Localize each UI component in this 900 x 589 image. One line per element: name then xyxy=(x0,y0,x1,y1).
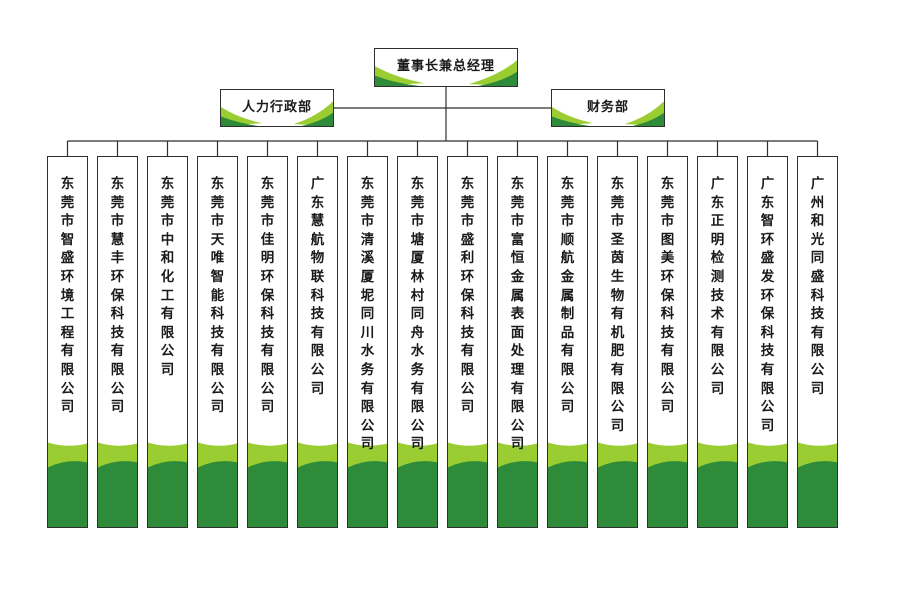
subsidiary-box: 东 莞 市 佳 明 环 保 科 技 有 限 公 司 xyxy=(247,156,288,528)
subsidiary-box: 东 莞 市 清 溪 厦 坭 同 川 水 务 有 限 公 司 xyxy=(347,156,388,528)
box-swoosh xyxy=(221,101,333,126)
box-base-shading xyxy=(648,442,687,527)
box-base-shading xyxy=(98,442,137,527)
subsidiary-name: 东 莞 市 智 盛 环 境 工 程 有 限 公 司 xyxy=(60,176,75,416)
subsidiary-name: 东 莞 市 天 唯 智 能 科 技 有 限 公 司 xyxy=(210,176,225,416)
box-base-shading xyxy=(198,442,237,527)
box-base-shading xyxy=(548,442,587,527)
subsidiary-box: 广 东 正 明 检 测 技 术 有 限 公 司 xyxy=(697,156,738,528)
department-hr-label: 人力行政部 xyxy=(241,100,312,115)
subsidiary-box: 东 莞 市 天 唯 智 能 科 技 有 限 公 司 xyxy=(197,156,238,528)
department-finance-label: 财务部 xyxy=(586,100,629,115)
box-base-shading xyxy=(348,442,387,527)
box-swoosh xyxy=(375,60,517,86)
subsidiary-name: 东 莞 市 顺 航 金 属 制 品 有 限 公 司 xyxy=(560,176,575,416)
box-base-shading xyxy=(398,442,437,527)
box-base-shading xyxy=(498,442,537,527)
subsidiary-name: 广 东 慧 航 物 联 科 技 有 限 公 司 xyxy=(310,176,325,397)
box-base-shading xyxy=(148,442,187,527)
subsidiary-name: 东 莞 市 圣 茵 生 物 有 机 肥 有 限 公 司 xyxy=(610,176,625,434)
subsidiary-box: 东 莞 市 顺 航 金 属 制 品 有 限 公 司 xyxy=(547,156,588,528)
box-base-shading xyxy=(298,442,337,527)
subsidiary-box: 广 东 智 环 盛 发 环 保 科 技 有 限 公 司 xyxy=(747,156,788,528)
subsidiary-box: 东 莞 市 圣 茵 生 物 有 机 肥 有 限 公 司 xyxy=(597,156,638,528)
subsidiary-name: 广 东 智 环 盛 发 环 保 科 技 有 限 公 司 xyxy=(760,176,775,434)
box-base-shading xyxy=(48,442,87,527)
chairman-title: 董事长兼总经理 xyxy=(396,59,495,74)
subsidiary-name: 东 莞 市 中 和 化 工 有 限 公 司 xyxy=(160,176,175,378)
box-base-shading xyxy=(598,442,637,527)
box-base-shading xyxy=(748,442,787,527)
subsidiary-box: 东 莞 市 塘 厦 林 村 同 舟 水 务 有 限 公 司 xyxy=(397,156,438,528)
box-base-shading xyxy=(248,442,287,527)
department-hr-box: 人力行政部 xyxy=(220,89,334,127)
subsidiary-name: 东 莞 市 富 恒 金 属 表 面 处 理 有 限 公 司 xyxy=(510,176,525,453)
subsidiary-box: 东 莞 市 慧 丰 环 保 科 技 有 限 公 司 xyxy=(97,156,138,528)
subsidiary-name: 东 莞 市 清 溪 厦 坭 同 川 水 务 有 限 公 司 xyxy=(360,176,375,453)
subsidiary-name: 广 州 和 光 同 盛 科 技 有 限 公 司 xyxy=(810,176,825,397)
subsidiary-box: 东 莞 市 智 盛 环 境 工 程 有 限 公 司 xyxy=(47,156,88,528)
subsidiary-box: 东 莞 市 富 恒 金 属 表 面 处 理 有 限 公 司 xyxy=(497,156,538,528)
chairman-box: 董事长兼总经理 xyxy=(374,48,518,87)
subsidiary-name: 东 莞 市 塘 厦 林 村 同 舟 水 务 有 限 公 司 xyxy=(410,176,425,453)
box-base-shading xyxy=(698,442,737,527)
subsidiary-name: 东 莞 市 佳 明 环 保 科 技 有 限 公 司 xyxy=(260,176,275,416)
subsidiary-box: 广 东 慧 航 物 联 科 技 有 限 公 司 xyxy=(297,156,338,528)
subsidiary-box: 东 莞 市 盛 利 环 保 科 技 有 限 公 司 xyxy=(447,156,488,528)
subsidiary-box: 东 莞 市 中 和 化 工 有 限 公 司 xyxy=(147,156,188,528)
subsidiary-name: 广 东 正 明 检 测 技 术 有 限 公 司 xyxy=(710,176,725,397)
department-finance-box: 财务部 xyxy=(551,89,665,127)
subsidiary-name: 东 莞 市 慧 丰 环 保 科 技 有 限 公 司 xyxy=(110,176,125,416)
box-base-shading xyxy=(448,442,487,527)
box-swoosh xyxy=(552,101,664,126)
subsidiary-name: 东 莞 市 图 美 环 保 科 技 有 限 公 司 xyxy=(660,176,675,416)
subsidiary-name: 东 莞 市 盛 利 环 保 科 技 有 限 公 司 xyxy=(460,176,475,416)
box-base-shading xyxy=(798,442,837,527)
subsidiary-box: 广 州 和 光 同 盛 科 技 有 限 公 司 xyxy=(797,156,838,528)
subsidiary-box: 东 莞 市 图 美 环 保 科 技 有 限 公 司 xyxy=(647,156,688,528)
